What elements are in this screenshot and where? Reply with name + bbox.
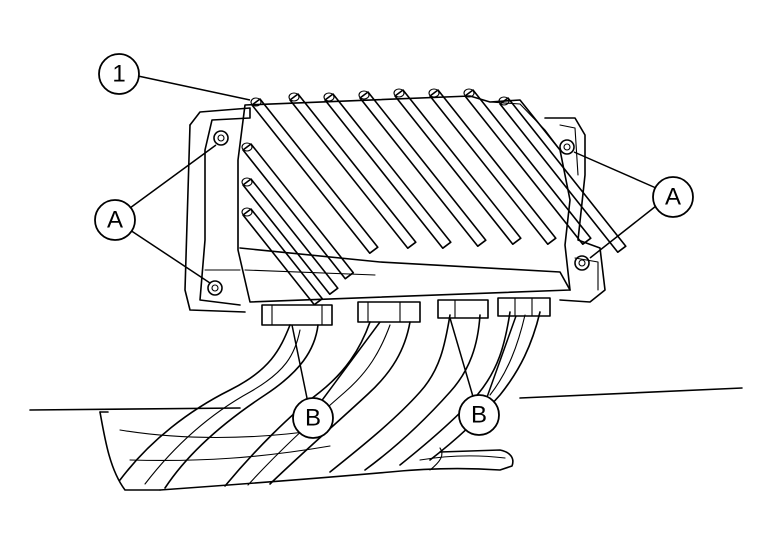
floor-structure xyxy=(99,411,514,491)
callout-a-left-label: A xyxy=(107,207,123,234)
heat-sink-fin xyxy=(324,93,452,249)
leader-lines xyxy=(129,75,657,404)
heat-sink-fin xyxy=(251,98,379,254)
callout-a-left: A xyxy=(94,199,136,241)
amplifier-unit xyxy=(237,88,627,306)
fin-cap xyxy=(288,92,300,102)
bolts xyxy=(207,130,590,296)
fin-cap xyxy=(241,142,253,152)
fin-cap xyxy=(428,88,440,98)
heat-sink-fins xyxy=(241,88,627,306)
heat-sink-fin xyxy=(499,97,627,253)
heat-sink-fin xyxy=(242,178,339,295)
callout-1: 1 xyxy=(98,53,140,95)
callout-a-right-label: A xyxy=(665,184,681,211)
heat-sink-fin xyxy=(394,89,522,245)
heat-sink-fin xyxy=(429,89,557,245)
fin-cap xyxy=(241,177,253,187)
fin-cap xyxy=(250,97,262,107)
heat-sink-fin xyxy=(464,89,592,245)
fin-cap xyxy=(241,207,253,217)
heat-sink-fin xyxy=(242,208,324,306)
fin-cap xyxy=(498,96,510,106)
callout-b-left: B xyxy=(292,397,334,439)
heat-sink-fin xyxy=(289,93,417,249)
heat-sink-fin xyxy=(242,143,355,280)
fin-cap xyxy=(323,92,335,102)
mounting-bracket xyxy=(184,107,606,313)
wire-harness xyxy=(119,311,541,489)
callout-a-right: A xyxy=(652,176,694,218)
heat-sink-fin xyxy=(359,91,487,247)
connectors xyxy=(261,297,551,326)
callout-b-right: B xyxy=(458,394,500,436)
floor-lines xyxy=(29,387,743,411)
callout-1-label: 1 xyxy=(112,61,125,88)
fin-cap xyxy=(463,88,475,98)
fin-cap xyxy=(393,88,405,98)
callout-b-left-label: B xyxy=(305,405,321,432)
fin-cap xyxy=(358,90,370,100)
callout-b-right-label: B xyxy=(471,402,487,429)
